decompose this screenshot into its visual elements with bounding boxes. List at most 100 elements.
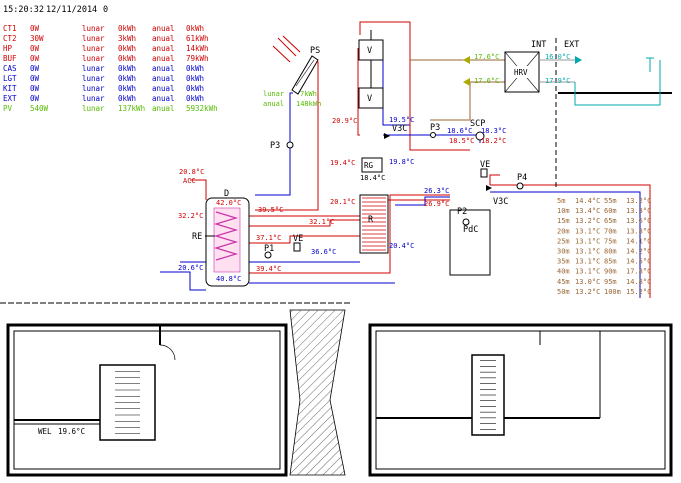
pv-lunar-value: 7kWh — [300, 90, 317, 98]
temp-t-183[interactable]: 18.3°C — [481, 127, 506, 135]
room-temp-wel[interactable]: 19.6°C — [58, 427, 85, 436]
probe-temp[interactable]: 13.4°C — [575, 207, 600, 215]
temp-t-208[interactable]: 20.8°C — [179, 168, 204, 176]
probe-temp[interactable]: 13.2°C — [575, 288, 600, 296]
temp-t-204[interactable]: 20.4°C — [389, 242, 414, 250]
temp-t-394[interactable]: 39.4°C — [256, 265, 281, 273]
pdc-label: PdC — [463, 225, 478, 235]
energy-power[interactable]: 30W — [30, 34, 44, 43]
pv-lunar-label: lunar — [263, 90, 284, 98]
probe-temp[interactable]: 13.2°C — [626, 197, 651, 205]
rg-label: RG — [364, 161, 374, 170]
floorplan-ground: WEL 19.6°C — [0, 302, 350, 477]
temp-t-366[interactable]: 36.6°C — [311, 248, 336, 256]
temp-t-408[interactable]: 40.8°C — [216, 275, 241, 283]
energy-lunar[interactable]: 3kWh — [118, 34, 136, 43]
ve-left-tank-icon[interactable] — [293, 242, 301, 252]
energy-power[interactable]: 0W — [30, 94, 40, 103]
solar-panel-icon[interactable] — [291, 55, 319, 95]
probe-depth: 80m — [604, 248, 617, 256]
energy-power[interactable]: 0W — [30, 24, 40, 33]
energy-anual[interactable]: 0kWh — [186, 64, 204, 73]
probe-temp[interactable]: 13.8°C — [626, 227, 651, 235]
v3c-right-valve-icon[interactable] — [486, 185, 492, 191]
probe-temp[interactable]: 17.8°C — [626, 268, 651, 276]
energy-lunar[interactable]: 0kWh — [118, 44, 136, 53]
temp-t-269[interactable]: 26.9°C — [424, 200, 449, 208]
energy-anual[interactable]: 79kWh — [186, 54, 209, 63]
ve-right-tank-icon[interactable] — [480, 168, 488, 178]
buffer-r-body[interactable] — [359, 194, 389, 254]
temp-t-184[interactable]: 18.4°C — [360, 174, 385, 182]
v3c-top-valve-icon[interactable] — [384, 133, 390, 139]
scp-exchanger-icon[interactable] — [475, 131, 485, 141]
temp-hrv-160[interactable]: 16.0°C — [545, 53, 570, 61]
energy-anual[interactable]: 5932kWh — [186, 104, 218, 113]
energy-lunar[interactable]: 0kWh — [118, 24, 136, 33]
p1-pump-icon[interactable] — [264, 251, 272, 259]
energy-lunar[interactable]: 137kWh — [118, 104, 145, 113]
header-time: 15:20:32 — [3, 5, 44, 15]
probe-temp[interactable]: 15.2°C — [626, 288, 651, 296]
energy-anual[interactable]: 0kWh — [186, 84, 204, 93]
energy-lunar[interactable]: 0kWh — [118, 94, 136, 103]
probe-temp[interactable]: 13.1°C — [575, 248, 600, 256]
temp-t-209[interactable]: 20.9°C — [332, 117, 357, 125]
p2-pump-icon[interactable] — [462, 218, 470, 226]
temp-t-322[interactable]: 32.2°C — [178, 212, 203, 220]
energy-power[interactable]: 0W — [30, 84, 40, 93]
probe-temp[interactable]: 14.8°C — [626, 278, 651, 286]
temp-t-321[interactable]: 32.1°C — [309, 218, 334, 226]
p3-mid-pump-icon[interactable] — [430, 132, 436, 138]
temp-t-186[interactable]: 18.6°C — [447, 127, 472, 135]
temp-t-201[interactable]: 20.1°C — [330, 198, 355, 206]
temp-t-206[interactable]: 20.6°C — [178, 264, 203, 272]
p3-left-pump-icon[interactable] — [286, 141, 294, 149]
energy-power[interactable]: 0W — [30, 54, 40, 63]
temp-t-185[interactable]: 18.5°C — [449, 137, 474, 145]
probe-temp[interactable]: 13.3°C — [626, 207, 651, 215]
stairs-left — [99, 364, 156, 441]
probe-temp[interactable]: 13.2°C — [575, 217, 600, 225]
temp-t-395[interactable]: 39.5°C — [258, 206, 283, 214]
energy-anual[interactable]: 0kWh — [186, 94, 204, 103]
energy-name: HP — [3, 44, 13, 53]
probe-temp[interactable]: 13.0°C — [575, 278, 600, 286]
temp-t-194[interactable]: 19.4°C — [330, 159, 355, 167]
probe-temp[interactable]: 13.1°C — [575, 258, 600, 266]
temp-t-198[interactable]: 19.8°C — [389, 158, 414, 166]
energy-power[interactable]: 540W — [30, 104, 49, 113]
probe-temp[interactable]: 13.1°C — [575, 268, 600, 276]
probe-temp[interactable]: 13.1°C — [575, 227, 600, 235]
temp-t-195[interactable]: 19.5°C — [389, 116, 414, 124]
v3c-top-label: V3C — [392, 124, 407, 134]
pv-anual-label: anual — [263, 100, 284, 108]
energy-power[interactable]: 0W — [30, 64, 40, 73]
probe-temp[interactable]: 14.1°C — [626, 237, 651, 245]
temp-t-182[interactable]: 18.2°C — [481, 137, 506, 145]
energy-anual[interactable]: 14kWh — [186, 44, 209, 53]
energy-anual[interactable]: 0kWh — [186, 74, 204, 83]
energy-anual[interactable]: 61kWh — [186, 34, 209, 43]
probe-temp[interactable]: 14.2°C — [626, 248, 651, 256]
temp-hrv-179[interactable]: 17.9°C — [545, 77, 570, 85]
energy-lunar[interactable]: 0kWh — [118, 74, 136, 83]
temp-t-371[interactable]: 37.1°C — [256, 234, 281, 242]
probe-temp[interactable]: 13.1°C — [575, 237, 600, 245]
probe-temp[interactable]: 14.5°C — [626, 258, 651, 266]
temp-hrv-176b[interactable]: 17.6°C — [474, 77, 499, 85]
temp-t-420[interactable]: 42.0°C — [216, 199, 241, 207]
energy-lunar[interactable]: 0kWh — [118, 64, 136, 73]
p4-pump-icon[interactable] — [516, 182, 524, 190]
energy-anual[interactable]: 0kWh — [186, 24, 204, 33]
energy-lunar[interactable]: 0kWh — [118, 54, 136, 63]
energy-lunar[interactable]: 0kWh — [118, 84, 136, 93]
probe-temp[interactable]: 14.4°C — [575, 197, 600, 205]
pdc-body[interactable] — [449, 209, 491, 276]
energy-power[interactable]: 0W — [30, 44, 40, 53]
probe-temp[interactable]: 13.6°C — [626, 217, 651, 225]
rg-box[interactable] — [361, 157, 383, 173]
temp-t-263[interactable]: 26.3°C — [424, 187, 449, 195]
temp-hrv-176a[interactable]: 17.6°C — [474, 53, 499, 61]
energy-power[interactable]: 0W — [30, 74, 40, 83]
